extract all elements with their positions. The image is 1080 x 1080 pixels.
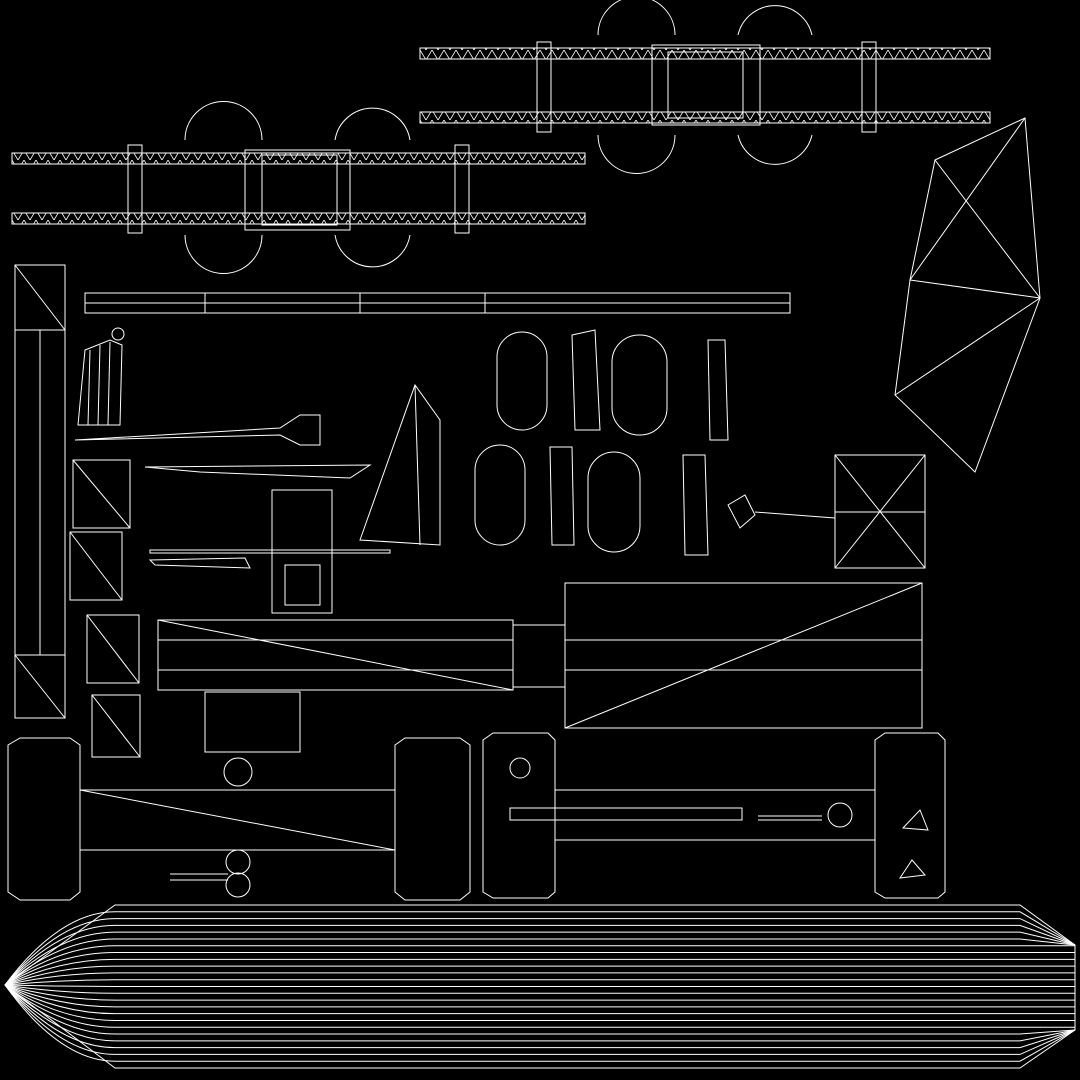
hull-line — [5, 973, 1075, 985]
hull-line — [5, 953, 1075, 985]
hull-line — [5, 985, 1075, 987]
truss-assembly-left — [12, 102, 585, 274]
hull-line — [5, 939, 1075, 985]
hull-line — [5, 985, 1075, 1014]
hull-line — [5, 985, 1075, 1054]
hull-line — [5, 985, 1075, 1061]
oval-rings — [475, 330, 728, 555]
hull-line — [5, 985, 1075, 1007]
truss-assembly-right — [420, 0, 990, 173]
hull-line — [5, 985, 1075, 1034]
dumbbell-part-left — [8, 692, 470, 900]
hull-line — [5, 925, 1075, 985]
tall-bar — [15, 265, 65, 718]
hull-line — [5, 985, 1075, 1000]
hull-line — [5, 946, 1075, 985]
hull-line — [5, 985, 1075, 1027]
small-parts — [70, 328, 440, 757]
hull-line — [5, 985, 1075, 1048]
hull-line — [5, 985, 1075, 1041]
hull-line — [5, 919, 1075, 985]
hull-line — [5, 966, 1075, 985]
hull-line — [5, 912, 1075, 985]
long-bar — [85, 293, 790, 313]
square-panel — [728, 455, 925, 568]
hull-line — [5, 980, 1075, 985]
hull-line — [5, 959, 1075, 985]
dumbbell-part-right — [483, 733, 945, 898]
hull-line — [5, 985, 1075, 993]
umbrella-panel — [895, 118, 1040, 472]
hull-line — [5, 985, 1075, 1020]
hull-body — [5, 905, 1075, 1068]
hull-line — [5, 932, 1075, 985]
large-beam — [158, 583, 922, 728]
